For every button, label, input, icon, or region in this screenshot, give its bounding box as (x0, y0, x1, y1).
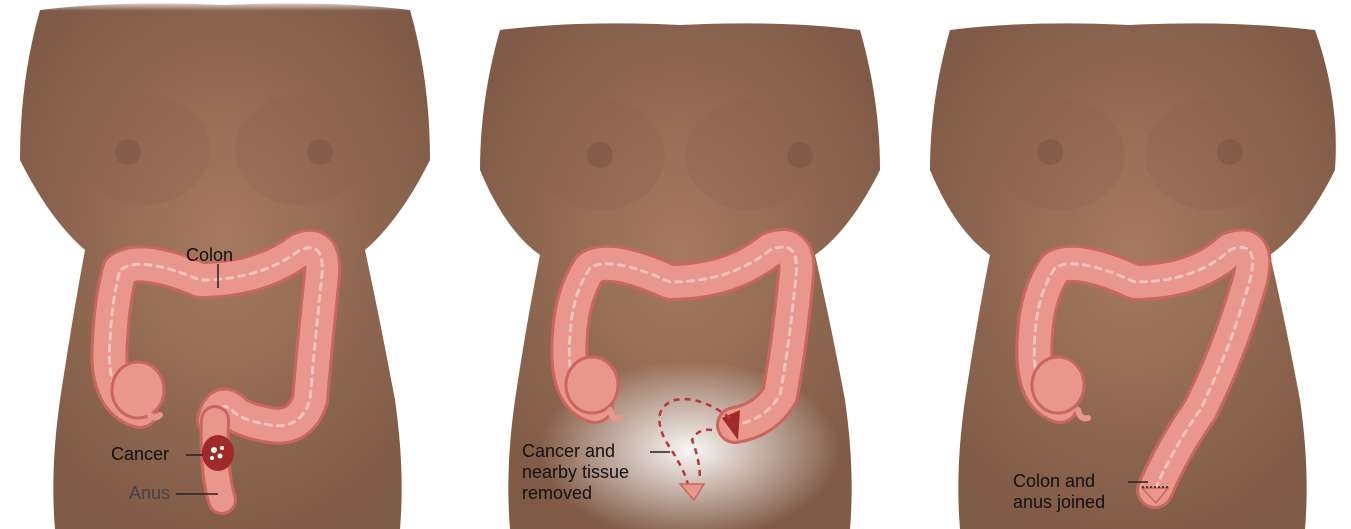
cancer-tumor (202, 435, 234, 471)
label-cancer-removed-line3: removed (522, 483, 629, 504)
panel-colon-joined (910, 0, 1351, 529)
label-colon-anus-joined: Colon and anus joined (1013, 471, 1105, 513)
label-colon: Colon (186, 245, 233, 266)
label-cancer-removed-line1: Cancer and (522, 441, 629, 462)
label-joined-line2: anus joined (1013, 492, 1105, 513)
label-joined-line1: Colon and (1013, 471, 1105, 492)
left-breast-shadow (80, 95, 210, 205)
label-cancer-removed: Cancer and nearby tissue removed (522, 441, 629, 504)
right-breast-shadow (235, 95, 365, 205)
label-anus: Anus (129, 483, 170, 504)
label-cancer-removed-line2: nearby tissue (522, 462, 629, 483)
label-cancer: Cancer (111, 444, 169, 465)
